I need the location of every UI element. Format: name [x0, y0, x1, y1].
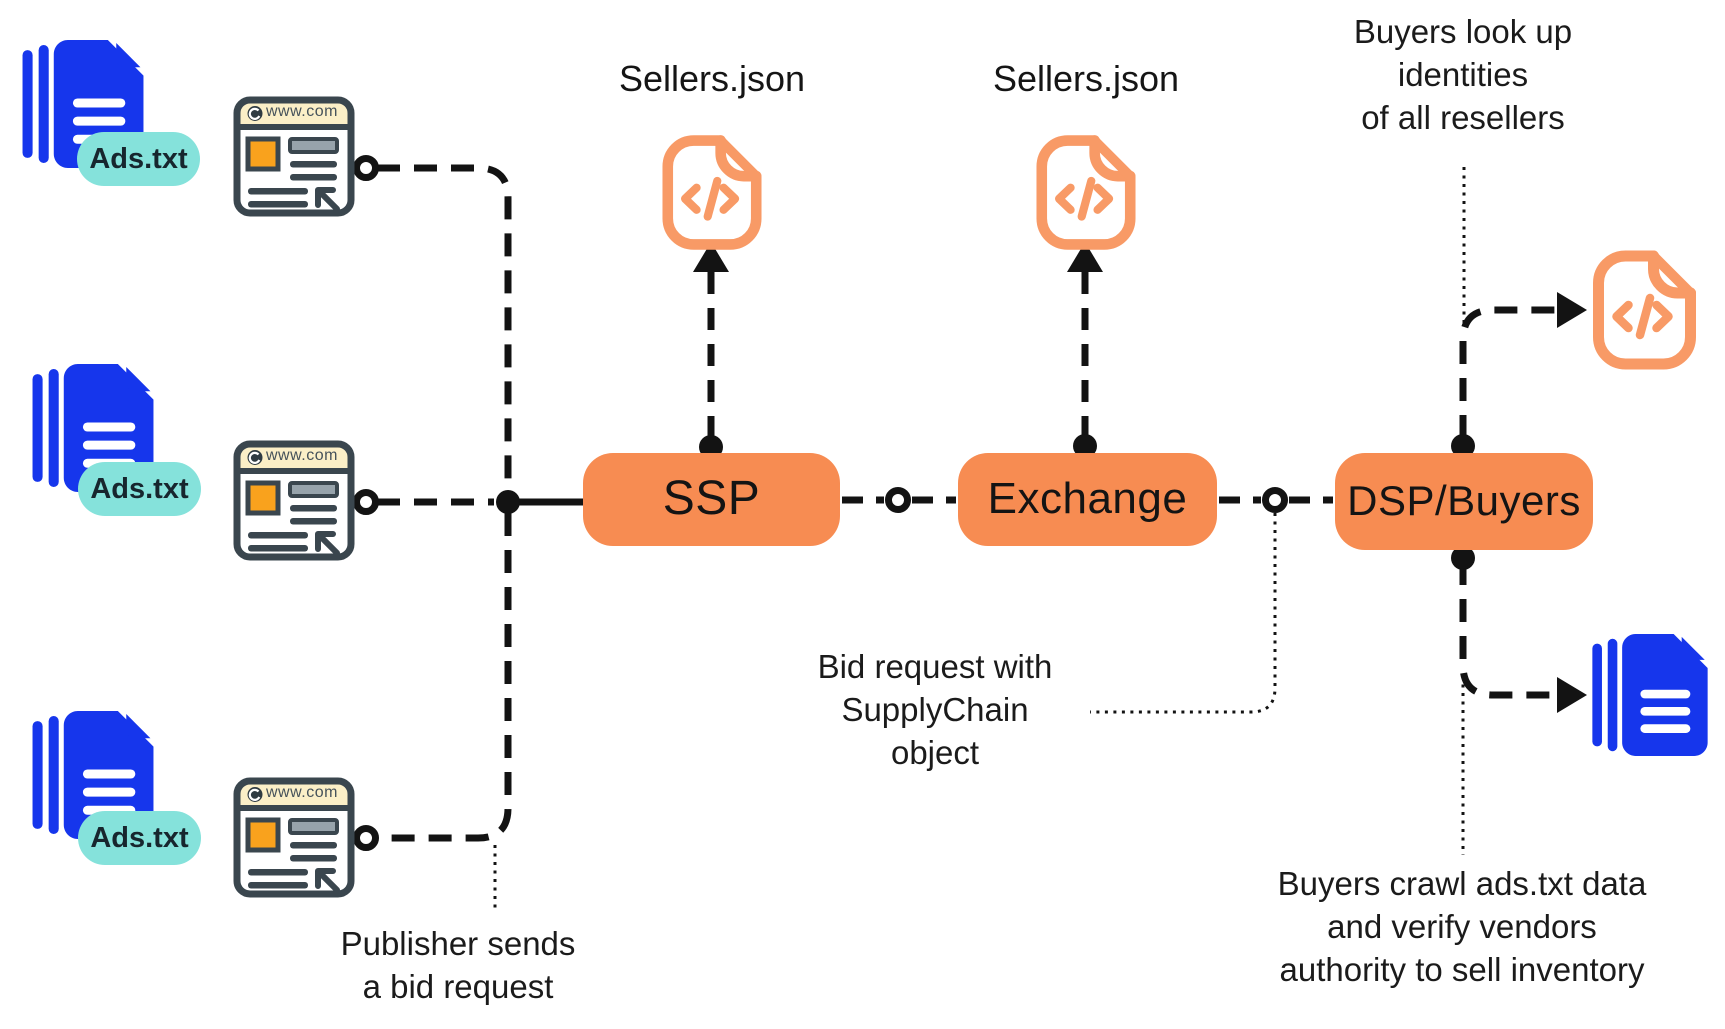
ring-publisher3: [353, 825, 379, 851]
connector-publisher1: [377, 164, 512, 494]
site-url-label: www.com: [266, 447, 338, 464]
annotation-buyers-lookup: Buyers look up identities of all reselle…: [1353, 13, 1573, 136]
node-dsp-buyers: DSP/Buyers: [1335, 453, 1593, 550]
arrowhead-dsp-top: [1557, 292, 1587, 328]
publisher-site-icon-1: www.com: [233, 96, 355, 217]
dot-exchange-top: [1073, 434, 1097, 458]
adstxt-data-icon-dsp: [1592, 626, 1717, 761]
site-url-label: www.com: [266, 784, 338, 801]
annotation-bid-request: Bid request with SupplyChain object: [817, 648, 1053, 771]
adstxt-badge-1: Ads.txt: [77, 132, 200, 186]
connector-dsp-adstxt: [1459, 562, 1560, 699]
leader-bid-request: [1090, 513, 1277, 714]
connector-dsp-sellersjson: [1459, 306, 1560, 438]
publisher-site-icon-3: www.com: [233, 777, 355, 898]
arrowhead-dsp-bottom: [1557, 677, 1587, 713]
connector-publisher3: [377, 513, 512, 842]
junction-dot: [496, 490, 520, 514]
adstxt-badge-3: Ads.txt: [78, 811, 201, 865]
site-url-label: www.com: [266, 103, 338, 120]
ring-ssp-exchange: [885, 487, 911, 513]
node-ssp-label: SSP: [662, 472, 761, 525]
arrowhead-ssp: [693, 242, 729, 272]
node-ssp: SSP: [583, 453, 840, 546]
annotation-buyers-crawl: Buyers crawl ads.txt data and verify ven…: [1277, 865, 1647, 988]
sellers-json-label-exchange: Sellers.json: [992, 58, 1180, 99]
sellers-json-icon-ssp: [662, 133, 762, 257]
adstxt-badge-label: Ads.txt: [89, 142, 188, 175]
adstxt-file-icon-2: [30, 355, 163, 497]
annotation-publisher-sends: Publisher sends a bid request: [340, 925, 576, 1005]
adstxt-badge-label: Ads.txt: [90, 821, 189, 854]
node-exchange: Exchange: [958, 453, 1217, 546]
node-dsp-buyers-label: DSP/Buyers: [1347, 476, 1581, 524]
dot-dsp-bottom: [1451, 546, 1475, 570]
adstxt-file-icon-3: [30, 702, 163, 844]
publisher-site-icon-2: www.com: [233, 440, 355, 561]
sellers-json-label-ssp: Sellers.json: [618, 58, 806, 99]
sellers-json-icon-exchange: [1036, 133, 1136, 257]
arrowhead-exchange: [1067, 242, 1103, 272]
adstxt-badge-label: Ads.txt: [90, 472, 189, 505]
ring-publisher2: [353, 489, 379, 515]
sellers-json-icon-dsp: [1592, 250, 1697, 375]
ring-exchange-dsp: [1262, 487, 1288, 513]
node-exchange-label: Exchange: [987, 473, 1188, 523]
adstxt-badge-2: Ads.txt: [78, 462, 201, 516]
dot-dsp-top: [1451, 434, 1475, 458]
ring-publisher1: [353, 155, 379, 181]
